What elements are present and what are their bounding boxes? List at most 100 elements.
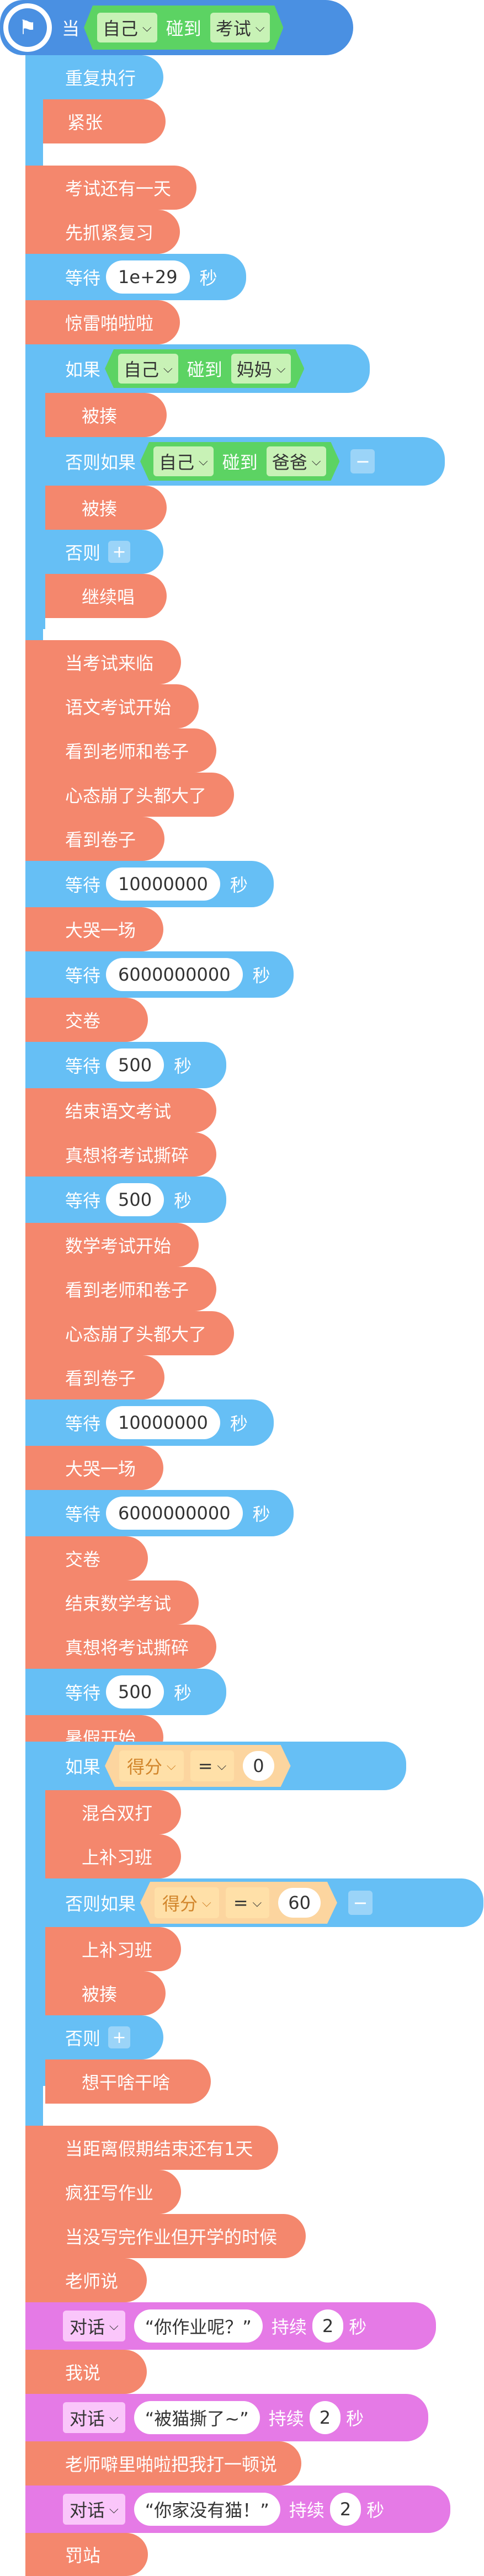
say-for-secs-block[interactable]: 对话⌵ “被猫撕了~” 持续 2 秒 xyxy=(25,2394,428,2441)
wait-block[interactable]: 等待 10000000 秒 xyxy=(25,1399,274,1446)
remove-branch-button[interactable]: − xyxy=(350,449,375,473)
wait-block[interactable]: 等待 500 秒 xyxy=(25,1669,226,1715)
if-block[interactable]: 如果 得分⌵ =⌵ 0 xyxy=(25,1742,406,1790)
stmt-block[interactable]: 先抓紧复习 xyxy=(25,210,180,254)
stmt-block[interactable]: 被揍 xyxy=(45,1971,166,2015)
stmt-block[interactable]: 心态崩了头都大了 xyxy=(25,1311,234,1355)
add-branch-button[interactable]: + xyxy=(108,541,131,563)
wait-block[interactable]: 等待 10000000 秒 xyxy=(25,861,274,907)
stmt-block[interactable]: 交卷 xyxy=(25,998,148,1042)
wait-seconds-input[interactable]: 6000000000 xyxy=(106,1497,243,1530)
stmt-block[interactable]: 当考试来临 xyxy=(25,640,181,684)
wait-seconds-input[interactable]: 10000000 xyxy=(106,1406,220,1439)
stmt-text: 紧张 xyxy=(67,112,103,133)
repeat-forever-block[interactable]: 重复执行 xyxy=(25,55,163,99)
stmt-block[interactable]: 惊雷啪啦啦 xyxy=(25,300,180,344)
add-branch-button[interactable]: + xyxy=(108,2026,131,2048)
stmt-block[interactable]: 心态崩了头都大了 xyxy=(25,773,234,817)
say-text-input[interactable]: “你家没有猫！” xyxy=(134,2493,280,2526)
stmt-block[interactable]: 紧张 xyxy=(43,99,166,143)
sprite-dropdown[interactable]: 自己⌵ xyxy=(97,13,157,42)
stmt-block[interactable]: 真想将考试撕碎 xyxy=(25,1625,216,1669)
stmt-text: 被揍 xyxy=(82,498,118,519)
wait-label: 等待 xyxy=(65,268,101,289)
stmt-block[interactable]: 罚站 xyxy=(25,2533,148,2576)
stmt-block[interactable]: 混合双打 xyxy=(45,1790,181,1834)
compare-value-input[interactable]: 60 xyxy=(278,1888,321,1918)
stmt-block[interactable]: 看到老师和卷子 xyxy=(25,728,216,773)
wait-seconds-input[interactable]: 500 xyxy=(106,1675,164,1709)
wait-block[interactable]: 等待 6000000000 秒 xyxy=(25,951,294,998)
touching-condition[interactable]: 自己⌵ 碰到 考试⌵ xyxy=(84,6,283,50)
else-if-block[interactable]: 否则如果 自己⌵ 碰到 爸爸⌵ − xyxy=(25,437,445,486)
if-block[interactable]: 如果 自己⌵ 碰到 妈妈⌵ xyxy=(25,344,370,393)
if-label: 如果 xyxy=(65,1757,101,1777)
variable-dropdown[interactable]: 得分⌵ xyxy=(119,1750,184,1781)
wait-seconds-input[interactable]: 10000000 xyxy=(106,867,220,901)
stmt-block[interactable]: 数学考试开始 xyxy=(25,1223,199,1267)
stmt-block[interactable]: 继续唱 xyxy=(45,574,167,618)
compare-value-input[interactable]: 0 xyxy=(243,1751,274,1781)
wait-block[interactable]: 等待 6000000000 秒 xyxy=(25,1490,294,1536)
say-mode-dropdown[interactable]: 对话⌵ xyxy=(63,2402,125,2433)
stmt-block[interactable]: 真想将考试撕碎 xyxy=(25,1132,216,1177)
variable-dropdown[interactable]: 得分⌵ xyxy=(155,1887,219,1918)
stmt-block[interactable]: 大哭一场 xyxy=(25,1446,163,1490)
stmt-block[interactable]: 当没写完作业但开学的时候 xyxy=(25,2214,306,2258)
stmt-block[interactable]: 语文考试开始 xyxy=(25,684,199,728)
stmt-block[interactable]: 结束语文考试 xyxy=(25,1088,216,1132)
stmt-block[interactable]: 老师说 xyxy=(25,2258,147,2302)
stmt-block[interactable]: 上补习班 xyxy=(45,1927,181,1971)
stmt-block[interactable]: 被揍 xyxy=(45,486,167,530)
stmt-block[interactable]: 上补习班 xyxy=(45,1834,181,1878)
else-block[interactable]: 否则 + xyxy=(25,2015,163,2059)
stmt-block[interactable]: 考试还有一天 xyxy=(25,166,196,210)
duration-input[interactable]: 2 xyxy=(312,2309,344,2343)
stmt-block[interactable]: 老师噼里啪啦把我打一顿说 xyxy=(25,2441,301,2485)
say-for-secs-block[interactable]: 对话⌵ “你家没有猫！” 持续 2 秒 xyxy=(25,2485,450,2533)
wait-seconds-input[interactable]: 1e+29 xyxy=(106,260,190,294)
stmt-block[interactable]: 结束数学考试 xyxy=(25,1580,199,1625)
stmt-block[interactable]: 交卷 xyxy=(25,1536,148,1580)
else-block[interactable]: 否则 + xyxy=(25,530,163,574)
stmt-block[interactable]: 想干啥干啥 xyxy=(45,2059,211,2104)
equals-condition[interactable]: 得分⌵ =⌵ 0 xyxy=(105,1745,291,1787)
stmt-block[interactable]: 被揍 xyxy=(45,393,167,437)
duration-input[interactable]: 2 xyxy=(329,2493,361,2526)
target-dropdown[interactable]: 妈妈⌵ xyxy=(231,354,291,384)
stmt-block[interactable]: 看到老师和卷子 xyxy=(25,1267,216,1311)
target-dropdown[interactable]: 考试⌵ xyxy=(210,13,270,42)
touching-condition[interactable]: 自己⌵ 碰到 爸爸⌵ xyxy=(140,442,339,481)
say-mode-dropdown[interactable]: 对话⌵ xyxy=(63,2494,125,2525)
stmt-block[interactable]: 我说 xyxy=(25,2350,147,2394)
wait-seconds-input[interactable]: 6000000000 xyxy=(106,958,243,991)
wait-block[interactable]: 等待 500 秒 xyxy=(25,1042,226,1088)
touching-condition[interactable]: 自己⌵ 碰到 妈妈⌵ xyxy=(105,349,304,388)
operator-dropdown[interactable]: =⌵ xyxy=(190,1750,235,1781)
stmt-block[interactable]: 看到卷子 xyxy=(25,1355,164,1399)
wait-block[interactable]: 等待 500 秒 xyxy=(25,1177,226,1223)
duration-input[interactable]: 2 xyxy=(309,2401,341,2434)
wait-seconds-input[interactable]: 500 xyxy=(106,1183,164,1216)
say-mode-value: 对话 xyxy=(70,2500,105,2521)
stmt-block[interactable]: 大哭一场 xyxy=(25,907,163,951)
hat-block-when-touching[interactable]: ⚑ 当 自己⌵ 碰到 考试⌵ xyxy=(0,0,353,55)
say-text-input[interactable]: “被猫撕了~” xyxy=(134,2401,260,2434)
say-mode-dropdown[interactable]: 对话⌵ xyxy=(63,2311,125,2341)
say-text-input[interactable]: “你作业呢？” xyxy=(134,2309,263,2343)
stmt-block[interactable]: 当距离假期结束还有1天 xyxy=(25,2126,278,2170)
say-for-secs-block[interactable]: 对话⌵ “你作业呢？” 持续 2 秒 xyxy=(25,2302,436,2350)
stmt-block[interactable]: 看到卷子 xyxy=(25,817,164,861)
sprite-dropdown[interactable]: 自己⌵ xyxy=(118,354,178,384)
equals-condition[interactable]: 得分⌵ =⌵ 60 xyxy=(140,1882,337,1924)
sprite-dropdown[interactable]: 自己⌵ xyxy=(153,446,214,476)
wait-label: 等待 xyxy=(65,1190,101,1211)
stmt-block[interactable]: 疯狂写作业 xyxy=(25,2170,181,2214)
remove-branch-button[interactable]: − xyxy=(348,1891,373,1915)
wait-seconds-input[interactable]: 500 xyxy=(106,1049,164,1082)
target-dropdown[interactable]: 爸爸⌵ xyxy=(267,446,327,476)
operator-dropdown[interactable]: =⌵ xyxy=(226,1887,270,1918)
stmt-text: 心态崩了头都大了 xyxy=(65,1324,207,1345)
else-if-block[interactable]: 否则如果 得分⌵ =⌵ 60 − xyxy=(25,1878,483,1927)
wait-block[interactable]: 等待 1e+29 秒 xyxy=(25,254,246,300)
